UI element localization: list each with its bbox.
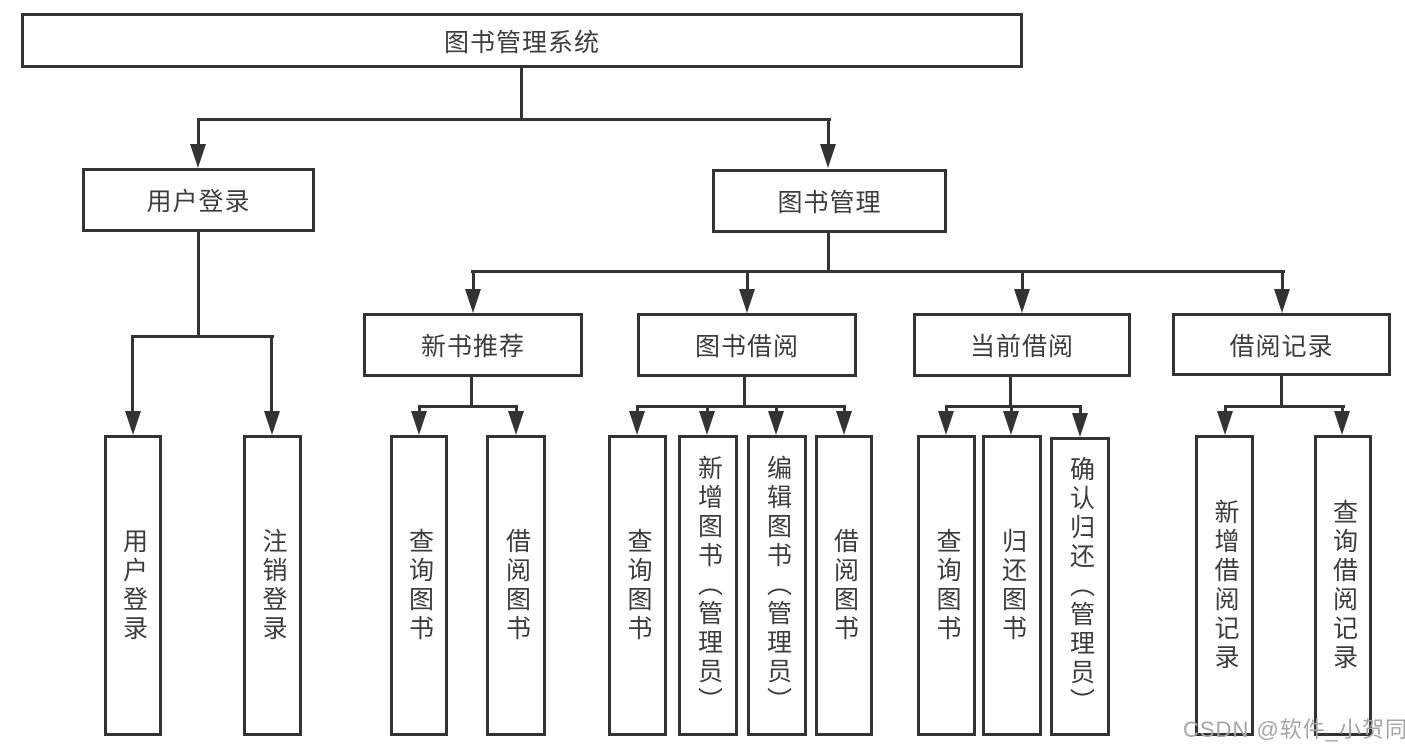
leaf-borrow-books-recommend-label: 借阅图书 xyxy=(502,527,531,644)
node-book-management: 图书管理 xyxy=(712,169,947,233)
connector-book-management-stem xyxy=(827,233,830,273)
connector-to-leaf xyxy=(636,405,639,415)
connector-to-user-login xyxy=(197,118,200,147)
leaf-borrow-books: 借阅图书 xyxy=(815,435,873,736)
connector-user-login-stem xyxy=(197,232,200,337)
leaf-add-borrow-record-label: 新增借阅记录 xyxy=(1211,498,1239,673)
node-root-label: 图书管理系统 xyxy=(443,28,600,57)
leaf-query-borrow-record: 查询借阅记录 xyxy=(1314,435,1372,736)
arrow-down-icon xyxy=(938,411,954,435)
node-user-login-label: 用户登录 xyxy=(146,188,251,216)
arrow-down-icon xyxy=(465,289,481,313)
csdn-watermark: CSDN @软件_小贺同学 xyxy=(1183,717,1405,742)
arrow-down-icon xyxy=(836,411,852,435)
leaf-query-books-recommend-label: 查询图书 xyxy=(405,527,434,644)
connector-root-stem xyxy=(520,68,523,120)
connector-records-branch xyxy=(1224,405,1345,408)
leaf-confirm-return-admin-label: 确认归还（管理员） xyxy=(1066,456,1095,717)
connector-to-book-management xyxy=(827,118,830,147)
connector-to-leaf xyxy=(1224,405,1227,415)
connector-to-leaf xyxy=(945,405,948,415)
leaf-return-book-label: 归还图书 xyxy=(998,527,1027,644)
connector-to-leaf-user-login xyxy=(131,335,134,414)
arrow-down-icon xyxy=(1014,289,1030,313)
leaf-query-books-current: 查询图书 xyxy=(917,435,976,736)
node-current-borrow: 当前借阅 xyxy=(913,313,1131,377)
connector-to-leaf-logout xyxy=(270,335,273,414)
connector-borrow-stem xyxy=(743,377,746,407)
connector-to-leaf xyxy=(515,405,518,415)
arrow-down-icon xyxy=(264,411,280,435)
arrow-down-icon xyxy=(1072,413,1088,437)
leaf-user-login-label: 用户登录 xyxy=(119,527,148,644)
node-book-borrow-label: 图书借阅 xyxy=(694,333,799,361)
leaf-borrow-books-recommend: 借阅图书 xyxy=(486,435,546,736)
node-user-login: 用户登录 xyxy=(82,168,315,232)
leaf-query-books-recommend: 查询图书 xyxy=(390,435,448,736)
arrow-down-icon xyxy=(1003,411,1019,435)
arrow-down-icon xyxy=(411,411,427,435)
arrow-down-icon xyxy=(629,411,645,435)
leaf-logout-label: 注销登录 xyxy=(259,527,287,644)
node-new-book-recommend: 新书推荐 xyxy=(363,313,583,377)
connector-recommend-branch xyxy=(418,405,518,408)
connector-to-book-borrow xyxy=(746,270,749,292)
leaf-edit-book-admin: 编辑图书（管理员） xyxy=(747,435,807,736)
connector-to-leaf xyxy=(1341,405,1344,415)
connector-borrow-branch xyxy=(636,405,846,408)
leaf-add-borrow-record: 新增借阅记录 xyxy=(1195,435,1254,736)
leaf-user-login: 用户登录 xyxy=(104,435,162,736)
leaf-return-book: 归还图书 xyxy=(982,435,1042,736)
connector-to-leaf xyxy=(843,405,846,415)
arrow-down-icon xyxy=(508,411,524,435)
connector-to-leaf xyxy=(418,405,421,415)
connector-user-login-branch xyxy=(132,335,274,338)
connector-to-current-borrow xyxy=(1021,270,1024,292)
leaf-borrow-books-label: 借阅图书 xyxy=(830,527,859,644)
node-borrow-records: 借阅记录 xyxy=(1172,313,1391,376)
leaf-add-book-admin: 新增图书（管理员） xyxy=(678,435,738,736)
connector-to-borrow-records xyxy=(1281,270,1284,292)
leaf-query-books-current-label: 查询图书 xyxy=(933,527,961,644)
connector-to-new-book-recommend xyxy=(472,270,475,292)
node-book-management-label: 图书管理 xyxy=(777,189,882,217)
connector-to-leaf xyxy=(1010,405,1013,415)
leaf-add-book-admin-label: 新增图书（管理员） xyxy=(694,455,723,716)
node-borrow-records-label: 借阅记录 xyxy=(1229,332,1334,361)
connector-root-branch xyxy=(197,118,831,121)
leaf-query-borrow-record-label: 查询借阅记录 xyxy=(1329,498,1358,673)
arrow-down-icon xyxy=(190,144,206,168)
node-current-borrow-label: 当前借阅 xyxy=(969,333,1074,361)
leaf-logout: 注销登录 xyxy=(243,435,302,736)
leaf-edit-book-admin-label: 编辑图书（管理员） xyxy=(763,455,792,716)
node-book-borrow: 图书借阅 xyxy=(637,313,857,377)
connector-recommend-stem xyxy=(470,377,473,407)
leaf-confirm-return-admin: 确认归还（管理员） xyxy=(1050,437,1110,736)
arrow-down-icon xyxy=(739,289,755,313)
arrow-down-icon xyxy=(699,411,715,435)
arrow-down-icon xyxy=(820,144,836,168)
arrow-down-icon xyxy=(1217,411,1233,435)
connector-current-stem xyxy=(1009,377,1012,407)
connector-records-stem xyxy=(1280,376,1283,407)
arrow-down-icon xyxy=(125,411,141,435)
leaf-query-books-borrow-label: 查询图书 xyxy=(624,527,652,644)
arrow-down-icon xyxy=(768,411,784,435)
connector-to-leaf xyxy=(775,405,778,415)
arrow-down-icon xyxy=(1334,411,1350,435)
node-root: 图书管理系统 xyxy=(21,13,1023,68)
connector-book-management-branch xyxy=(471,270,1285,273)
arrow-down-icon xyxy=(1274,289,1290,313)
connector-to-leaf xyxy=(706,405,709,415)
connector-current-branch xyxy=(945,405,1082,408)
node-new-book-recommend-label: 新书推荐 xyxy=(420,333,525,361)
leaf-query-books-borrow: 查询图书 xyxy=(608,435,667,736)
connector-to-leaf xyxy=(1079,405,1082,417)
